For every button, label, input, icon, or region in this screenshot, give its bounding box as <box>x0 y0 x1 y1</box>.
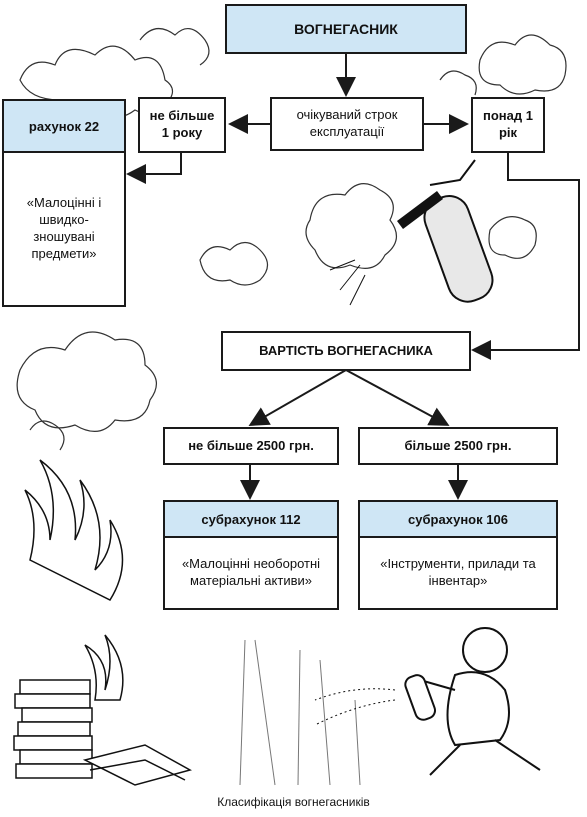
sub106-block: субрахунок 106 «Інструменти, прилади та … <box>358 500 558 610</box>
arrow-to-cost <box>471 153 580 360</box>
sub106-header: субрахунок 106 <box>358 500 558 538</box>
service-life-box: очікуваний строк експлуатації <box>270 97 424 151</box>
light-beams <box>239 639 361 786</box>
smoke-cloud-middle <box>199 183 537 286</box>
right-branch-box: понад 1 рік <box>471 97 545 153</box>
high-cost-box: більше 2500 грн. <box>358 427 558 465</box>
extinguisher-illustration <box>329 159 494 306</box>
arrow-to-account22 <box>126 153 182 184</box>
sub112-header: субрахунок 112 <box>163 500 339 538</box>
figure-caption: Класифікація вогнегасників <box>217 795 370 809</box>
low-cost-box: не більше 2500 грн. <box>163 427 339 465</box>
cost-box: ВАРТІСТЬ ВОГНЕГАСНИКА <box>221 331 471 371</box>
sub106-body: «Інструменти, прилади та інвентар» <box>358 536 558 610</box>
sub112-block: субрахунок 112 «Малоцінні необоротні мат… <box>163 500 339 610</box>
burning-books-illustration <box>13 459 192 786</box>
account22-body: «Малоцінні і швидко-зношувані предмети» <box>2 151 126 307</box>
running-man-illustration <box>314 627 541 776</box>
arrow-to-high-cost <box>345 369 450 426</box>
smoke-cloud-left <box>16 331 157 451</box>
smoke-cloud-top-right <box>439 34 567 96</box>
account22-block: рахунок 22 «Малоцінні і швидко-зношувані… <box>2 99 126 307</box>
title-box: ВОГНЕГАСНИК <box>225 4 467 54</box>
arrow-to-low-cost <box>248 369 347 426</box>
account22-header: рахунок 22 <box>2 99 126 153</box>
left-branch-box: не більше 1 року <box>138 97 226 153</box>
sub112-body: «Малоцінні необоротні матеріальні активи… <box>163 536 339 610</box>
